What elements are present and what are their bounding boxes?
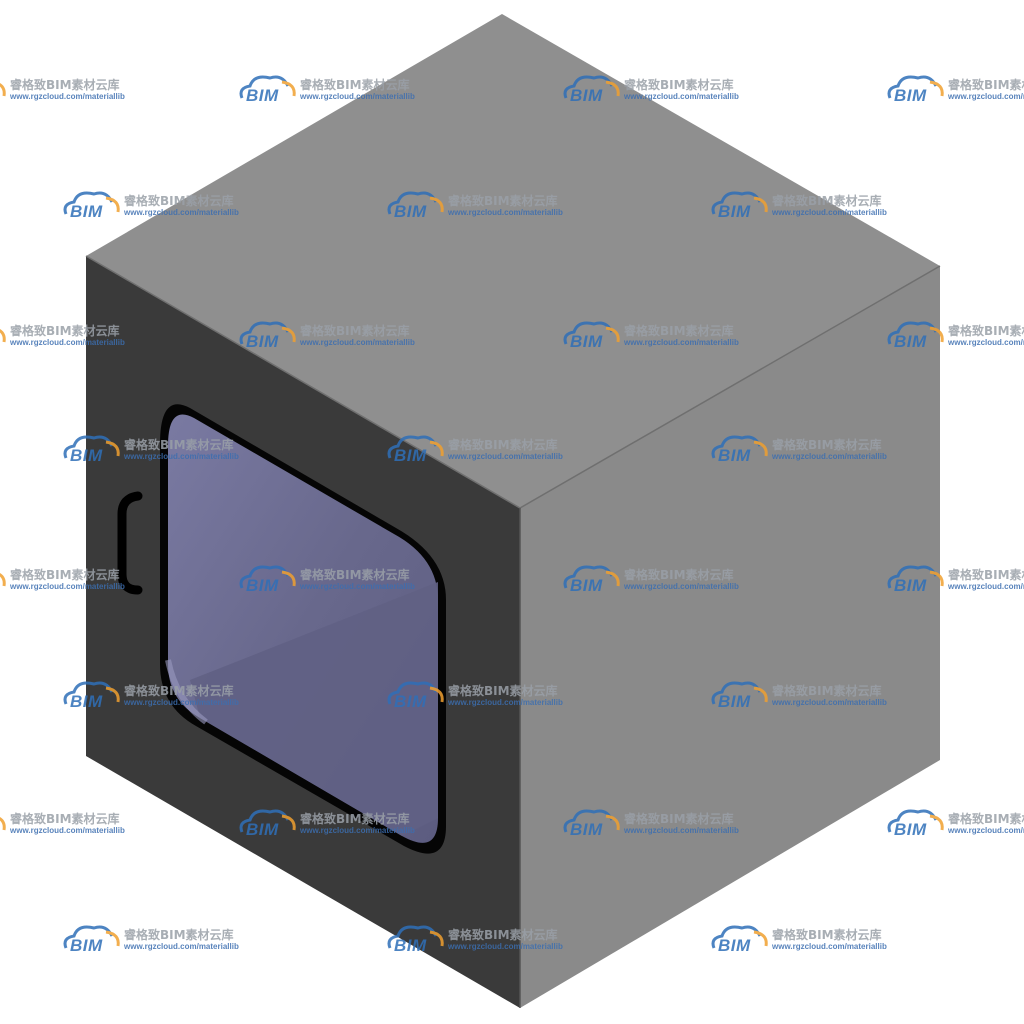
window-reflection xyxy=(190,582,438,836)
window-inner-corner xyxy=(165,659,208,725)
cabinet-top-face xyxy=(86,14,940,508)
cabinet-right-face xyxy=(520,266,940,1008)
handle-icon xyxy=(117,491,143,595)
